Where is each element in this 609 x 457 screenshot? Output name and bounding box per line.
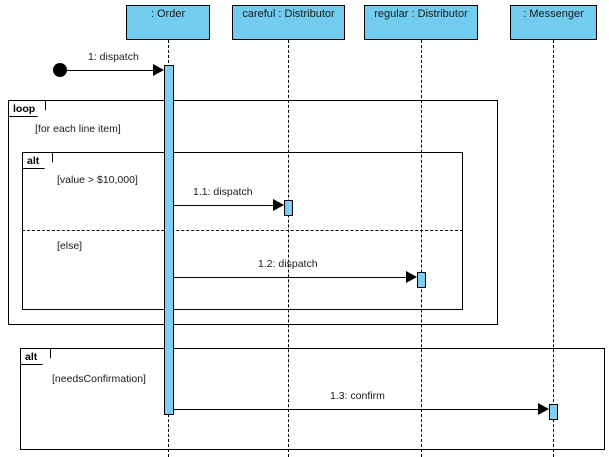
lifeline-stem-regular-distributor [421,40,422,457]
message-label-1-dispatch: 1: dispatch [88,51,139,63]
fragment-alt-1[interactable]: alt [22,152,463,310]
message-label-1-2-dispatch: 1.2: dispatch [258,258,318,270]
lifeline-head-order-label: : Order [150,8,186,21]
message-line-1-1-dispatch[interactable] [174,205,273,206]
activation-bar-regular-distributor[interactable] [417,272,426,288]
message-line-1-3-confirm[interactable] [174,409,538,410]
fragment-alt-1-guard-then: [value > $10,000] [57,174,138,186]
fragment-alt-1-guard-else: [else] [57,240,83,252]
fragment-alt-1-operator-tab: alt [23,153,53,169]
fragment-loop[interactable]: loop [8,100,498,325]
fragment-alt-2-guard: [needsConfirmation] [52,373,146,385]
activation-bar-messenger[interactable] [549,404,558,420]
found-message-start-dot [53,63,67,77]
lifeline-head-regular-distributor-label: regular : Distributor [374,8,468,21]
lifeline-head-messenger-label: : Messenger [523,8,584,21]
message-arrowhead-1-1-dispatch [273,199,284,211]
fragment-alt-2[interactable]: alt [20,348,605,450]
lifeline-head-messenger[interactable]: : Messenger [510,5,597,40]
message-line-1-2-dispatch[interactable] [174,277,406,278]
lifeline-head-regular-distributor[interactable]: regular : Distributor [364,5,478,40]
message-arrowhead-1-2-dispatch [406,271,417,283]
lifeline-stem-careful-distributor [288,40,289,457]
fragment-loop-operator-tab: loop [9,101,46,117]
activation-bar-careful-distributor[interactable] [284,200,293,216]
fragment-alt-1-operator-label: alt [27,154,40,167]
lifeline-head-order[interactable]: : Order [126,5,210,40]
message-arrowhead-1-dispatch [153,64,164,76]
fragment-alt-2-operator-label: alt [25,350,38,363]
fragment-alt-1-divider [22,230,463,231]
message-label-1-3-confirm: 1.3: confirm [330,390,385,402]
fragment-alt-2-operator-tab: alt [21,349,51,365]
activation-bar-order[interactable] [164,65,174,415]
message-line-1-dispatch[interactable] [67,70,153,71]
message-arrowhead-1-3-confirm [538,403,549,415]
lifeline-stem-messenger [553,40,554,457]
message-label-1-1-dispatch: 1.1: dispatch [193,186,253,198]
lifeline-head-careful-distributor[interactable]: careful : Distributor [232,5,345,40]
fragment-loop-operator-label: loop [13,102,36,115]
lifeline-head-careful-distributor-label: careful : Distributor [242,8,335,21]
fragment-loop-guard: [for each line item] [35,123,121,135]
